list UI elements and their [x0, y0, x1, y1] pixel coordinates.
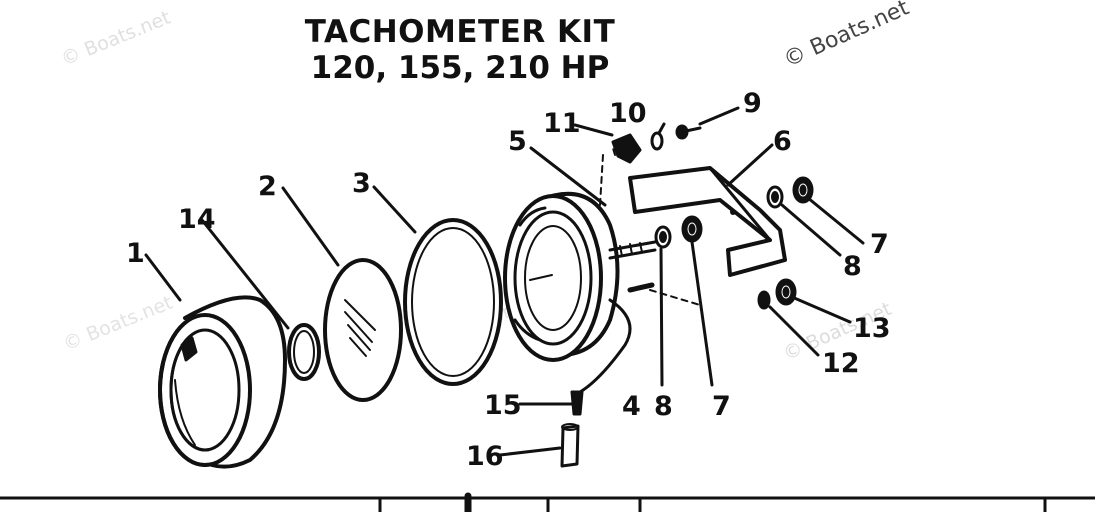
diagram-subtitle: 120, 155, 210 HP [310, 50, 610, 86]
part-5-tachometer [503, 191, 657, 394]
part-11-clip [611, 133, 642, 164]
alignment-lines [599, 144, 701, 306]
parts-table-frame [0, 492, 1095, 512]
callout-12: 12 [822, 348, 860, 379]
part-2-lens [323, 258, 403, 402]
callout-3: 3 [352, 168, 371, 199]
callout-8-right: 8 [843, 251, 862, 282]
part-10-washer [650, 131, 664, 151]
callout-15: 15 [484, 390, 522, 421]
diagram-title: TACHOMETER KIT [304, 14, 616, 50]
callout-10: 10 [609, 98, 647, 129]
part-12-washer [757, 290, 771, 310]
callout-7-center: 7 [712, 391, 731, 422]
callout-16: 16 [466, 441, 504, 472]
callout-1: 1 [126, 238, 145, 269]
callout-5: 5 [508, 126, 527, 157]
part-1-bezel [158, 295, 287, 469]
callout-2: 2 [258, 171, 277, 202]
leader-lines [144, 106, 865, 457]
part-16-sleeve [560, 423, 580, 468]
part-13-nut [775, 278, 797, 306]
callout-labels: 1 2 3 4 5 6 7 8 9 10 11 12 13 14 15 16 8… [126, 88, 891, 472]
part-14-ring [287, 323, 321, 381]
part-8-washer [654, 225, 672, 249]
callout-6: 6 [773, 126, 792, 157]
callout-11: 11 [543, 108, 581, 139]
callout-7-right: 7 [870, 229, 889, 260]
part-6-bracket [628, 166, 787, 277]
callout-13: 13 [853, 313, 891, 344]
callout-9: 9 [743, 88, 762, 119]
part-3-gasket [403, 218, 503, 386]
callout-14: 14 [178, 204, 216, 235]
callout-4: 4 [622, 391, 641, 422]
part-8-washer-right [766, 185, 784, 209]
callout-8-center: 8 [654, 391, 673, 422]
part-7-nut-right [792, 176, 814, 204]
part-15-terminal [570, 390, 584, 416]
part-9-screw [675, 124, 702, 140]
part-7-nut [681, 215, 703, 243]
